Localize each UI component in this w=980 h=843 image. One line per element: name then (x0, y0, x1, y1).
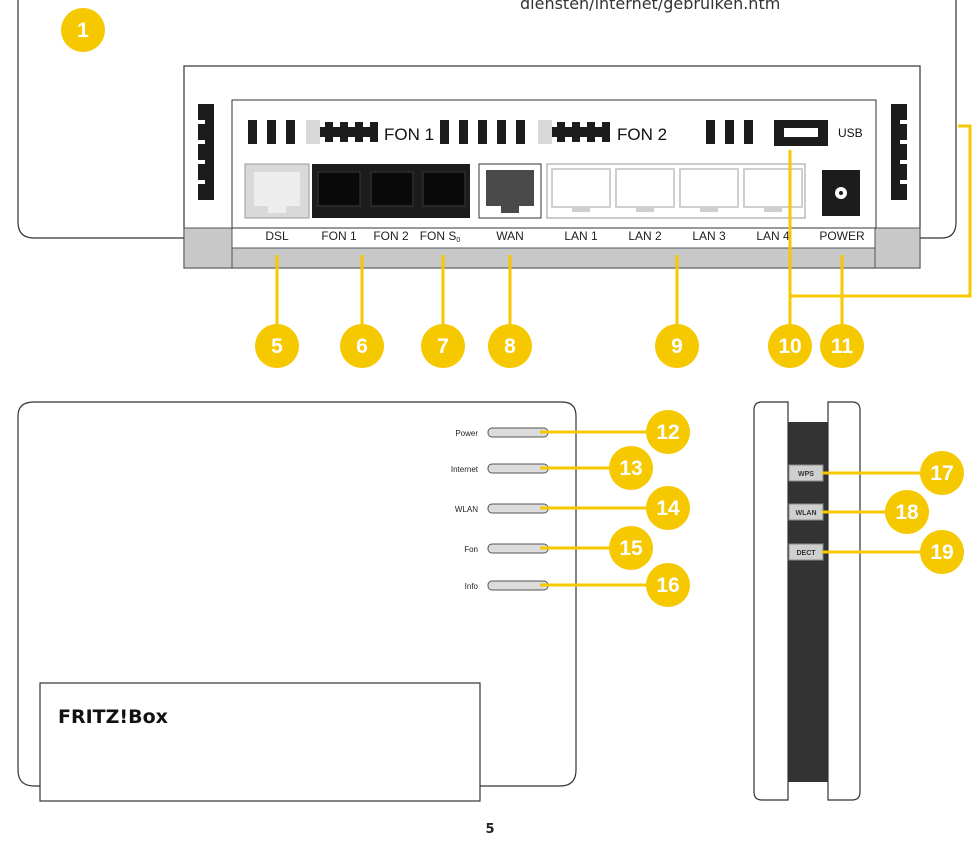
left-vent-icon (198, 104, 214, 200)
header-url: diensten/internet/gebruiken.htm (520, 0, 781, 13)
wps-button: WPS (788, 464, 824, 482)
port-label-lan3: LAN 3 (692, 229, 726, 243)
brand-logo: FRITZ!Box (58, 706, 168, 728)
svg-text:17: 17 (930, 462, 953, 485)
side-shell-right (827, 401, 861, 801)
port-label-wan: WAN (496, 229, 524, 243)
badge-9: 9 (655, 324, 699, 368)
svg-text:WPS: WPS (798, 471, 814, 478)
right-vent-icon (891, 104, 907, 200)
led-label-fon: Fon (464, 545, 478, 554)
front-label-plate (39, 682, 481, 802)
port-label-lan2: LAN 2 (628, 229, 662, 243)
led-label-internet: Internet (451, 465, 479, 474)
led-fon (487, 543, 549, 554)
svg-text:14: 14 (656, 497, 680, 520)
led-info (487, 580, 549, 591)
badge-5: 5 (255, 324, 299, 368)
svg-text:18: 18 (895, 501, 919, 524)
side-callout-lines (822, 471, 930, 554)
svg-text:7: 7 (437, 335, 449, 358)
badge-13: 13 (609, 446, 653, 490)
side-body-dark (788, 422, 828, 782)
svg-text:1: 1 (77, 19, 89, 42)
badge-6: 6 (340, 324, 384, 368)
svg-text:15: 15 (619, 537, 643, 560)
power-jack-icon (822, 170, 860, 216)
port-label-lan4: LAN 4 (756, 229, 790, 243)
led-label-wlan: WLAN (455, 505, 478, 514)
left-foot (183, 227, 233, 269)
badge-8: 8 (488, 324, 532, 368)
dsl-port-icon (244, 163, 310, 219)
led-label-power: Power (455, 429, 478, 438)
port-label-fons0: FON S0 (420, 229, 461, 244)
dect-button: DECT (788, 543, 824, 561)
back-callout-lines (275, 124, 972, 326)
badge-19: 19 (920, 530, 964, 574)
fon1-group-label: FON 1 (384, 125, 434, 144)
top-vent-bars (248, 120, 753, 144)
svg-text:8: 8 (504, 335, 516, 358)
svg-text:5: 5 (271, 335, 283, 358)
badge-15: 15 (609, 526, 653, 570)
right-foot (874, 227, 921, 269)
page-number: 5 (485, 822, 495, 837)
badge-18: 18 (885, 490, 929, 534)
svg-text:11: 11 (831, 335, 854, 358)
usb-port-icon (774, 120, 828, 146)
lan-port-block (546, 163, 806, 219)
svg-text:6: 6 (356, 335, 368, 358)
led-power (487, 427, 549, 438)
badge-17: 17 (920, 451, 964, 495)
fon2-analog-connector-icon (538, 120, 610, 144)
port-label-lan1: LAN 1 (564, 229, 598, 243)
led-internet (487, 463, 549, 474)
side-shell-left (753, 401, 789, 801)
badge-1: 1 (61, 8, 105, 52)
port-label-fon1: FON 1 (321, 229, 357, 243)
port-label-dsl: DSL (265, 229, 289, 243)
badge-7: 7 (421, 324, 465, 368)
badge-14: 14 (646, 486, 690, 530)
wlan-button: WLAN (788, 503, 824, 521)
front-callout-lines (540, 430, 650, 587)
svg-text:10: 10 (778, 335, 801, 358)
led-label-info: Info (465, 582, 479, 591)
port-label-power: POWER (819, 229, 865, 243)
badge-16: 16 (646, 563, 690, 607)
fon1-analog-connector-icon (306, 120, 378, 144)
device-outline-back-right (918, 0, 957, 239)
badge-10: 10 (768, 324, 812, 368)
badge-12: 12 (646, 410, 690, 454)
usb-label: USB (838, 126, 863, 140)
svg-text:12: 12 (656, 421, 679, 444)
fon2-group-label: FON 2 (617, 125, 667, 144)
svg-text:13: 13 (619, 457, 642, 480)
wan-port-icon (478, 163, 542, 219)
svg-text:9: 9 (671, 335, 683, 358)
back-panel-bottom-bar (183, 247, 921, 269)
device-outline-back (17, 0, 184, 239)
svg-text:WLAN: WLAN (796, 510, 817, 517)
svg-text:16: 16 (656, 574, 679, 597)
svg-text:19: 19 (930, 541, 953, 564)
badge-11: 11 (820, 324, 864, 368)
led-wlan (487, 503, 549, 514)
port-label-fon2: FON 2 (373, 229, 409, 243)
svg-text:DECT: DECT (796, 550, 816, 557)
